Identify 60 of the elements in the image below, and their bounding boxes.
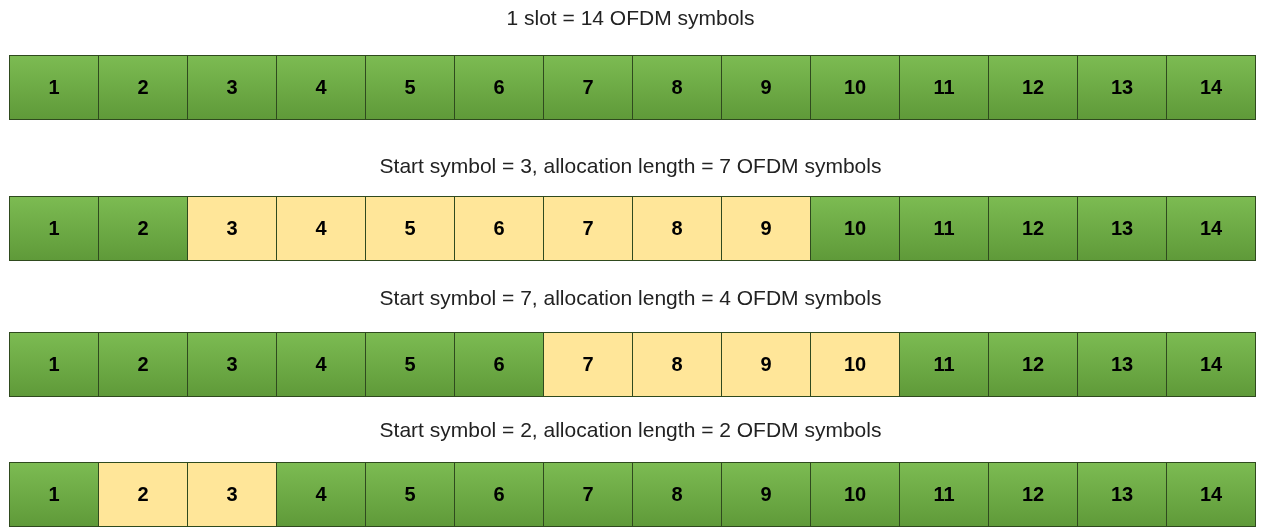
symbol-cell: 6 [454,55,544,120]
symbol-cell: 1 [9,55,99,120]
symbol-cell: 6 [454,196,544,261]
symbol-cell: 14 [1166,462,1256,527]
symbol-cell: 14 [1166,196,1256,261]
symbol-cell: 8 [632,462,722,527]
symbol-cell: 5 [365,462,455,527]
symbol-cell: 3 [187,55,277,120]
symbol-cell: 8 [632,332,722,397]
symbol-cell: 13 [1077,332,1167,397]
symbol-cell: 7 [543,55,633,120]
symbol-cell: 8 [632,55,722,120]
symbol-cell: 2 [98,462,188,527]
symbol-cell: 13 [1077,462,1167,527]
symbol-cell: 11 [899,462,989,527]
symbol-cell: 14 [1166,332,1256,397]
symbol-cell: 6 [454,332,544,397]
symbol-cell: 10 [810,462,900,527]
symbol-cell: 3 [187,462,277,527]
symbol-cell: 5 [365,196,455,261]
symbol-cell: 7 [543,196,633,261]
symbol-cell: 12 [988,196,1078,261]
row-heading: Start symbol = 2, allocation length = 2 OFDM symbols [379,418,882,442]
symbol-cell: 8 [632,196,722,261]
symbol-cell: 5 [365,55,455,120]
symbol-cell: 5 [365,332,455,397]
symbol-cell: 2 [98,55,188,120]
symbol-cell: 2 [98,196,188,261]
symbol-cell: 11 [899,332,989,397]
symbol-cell: 9 [721,462,811,527]
symbol-cell: 3 [187,196,277,261]
symbol-cell: 7 [543,332,633,397]
symbol-cell: 11 [899,196,989,261]
row-heading: Start symbol = 3, allocation length = 7 OFDM symbols [379,154,882,178]
symbol-cell: 4 [276,332,366,397]
row-heading: 1 slot = 14 OFDM symbols [506,6,755,30]
symbol-cell: 11 [899,55,989,120]
symbol-cell: 4 [276,55,366,120]
symbol-cell: 1 [9,332,99,397]
symbol-cell: 4 [276,462,366,527]
symbol-cell: 14 [1166,55,1256,120]
symbol-cell: 10 [810,332,900,397]
symbol-cell: 9 [721,196,811,261]
symbol-cell: 9 [721,332,811,397]
symbol-cell: 2 [98,332,188,397]
symbol-cell: 12 [988,462,1078,527]
symbol-cell: 9 [721,55,811,120]
symbol-cell: 3 [187,332,277,397]
symbol-cell: 6 [454,462,544,527]
symbol-cell: 4 [276,196,366,261]
symbol-cell: 7 [543,462,633,527]
symbol-cell: 13 [1077,196,1167,261]
row-heading: Start symbol = 7, allocation length = 4 OFDM symbols [379,286,882,310]
symbol-cell: 10 [810,196,900,261]
symbol-cell: 1 [9,462,99,527]
symbol-cell: 1 [9,196,99,261]
symbol-cell: 13 [1077,55,1167,120]
symbol-cell: 12 [988,332,1078,397]
symbol-cell: 12 [988,55,1078,120]
symbol-cell: 10 [810,55,900,120]
